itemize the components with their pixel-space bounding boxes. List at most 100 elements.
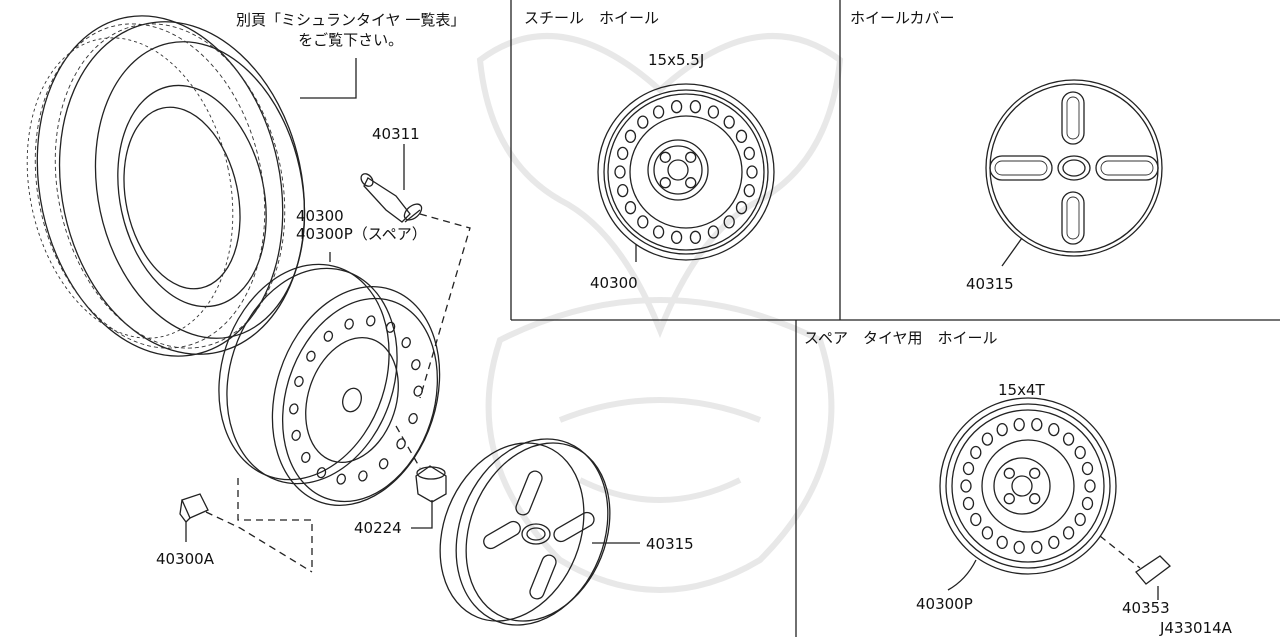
vent-hole (1081, 461, 1094, 476)
vent-hole (294, 375, 304, 388)
vent-hole (970, 512, 982, 527)
vent-hole (624, 201, 637, 215)
vent-hole (1048, 535, 1060, 550)
weight-dash (205, 511, 313, 573)
lug-hole (659, 177, 671, 189)
vent-hole (301, 451, 311, 463)
vent-hole (614, 165, 626, 179)
vent-hole (1081, 496, 1094, 511)
vent-hole (617, 146, 629, 161)
vent-hole (996, 422, 1008, 437)
vent-hole (970, 445, 982, 460)
vent-hole (1074, 445, 1086, 460)
vent-hole (366, 315, 376, 327)
spare-weight-icon[interactable] (1135, 555, 1171, 585)
valve-dash (419, 213, 471, 399)
vent-hole (735, 129, 748, 143)
wheel-cover-title: ホイールカバー (850, 9, 955, 27)
vent-hole (1074, 512, 1086, 527)
lug-hole (1003, 467, 1015, 479)
vent-hole (617, 183, 629, 198)
vent-hole (289, 403, 299, 415)
vent-hole (336, 473, 346, 485)
reference-note: 別頁「ミシュランタイヤ 一覧表」 をご覧下さい。 (236, 10, 465, 50)
vent-hole (637, 115, 649, 129)
note-leader (300, 58, 357, 99)
vent-hole (1031, 540, 1043, 555)
vent-hole (1048, 422, 1060, 437)
vent-hole (1062, 432, 1075, 446)
vent-hole (408, 412, 418, 425)
spare-wheel-part: 40300P (916, 595, 973, 613)
vent-hole (378, 458, 389, 470)
vent-hole (743, 183, 755, 198)
lug-hole (1029, 493, 1041, 505)
label-weight: 40300A (156, 550, 214, 568)
vent-hole (1062, 526, 1075, 540)
vent-hole (396, 438, 406, 450)
cover-icon[interactable] (414, 416, 635, 637)
vent-hole (723, 115, 735, 129)
label-cover: 40315 (646, 535, 694, 553)
vent-hole (624, 129, 637, 143)
vent-hole (960, 479, 972, 493)
spare-wheel-icon[interactable] (939, 397, 1117, 575)
vent-hole (291, 429, 301, 441)
vent-hole (670, 100, 683, 114)
valve-icon[interactable] (359, 171, 425, 223)
lug-hole (659, 151, 671, 163)
wheel-icon[interactable] (192, 242, 467, 527)
panel-frames (510, 0, 1280, 637)
vent-hole (689, 100, 702, 114)
vent-hole (981, 526, 994, 540)
vent-hole (413, 385, 423, 397)
nut-icon[interactable] (415, 465, 447, 503)
spare-wheel-title: スペア タイヤ用 ホイール (804, 329, 998, 347)
vent-hole (401, 337, 411, 349)
reference-note-line2: をご覧下さい。 (298, 31, 404, 49)
vent-hole (344, 318, 354, 330)
vent-hole (735, 201, 748, 215)
vent-hole (652, 105, 665, 119)
weight-icon[interactable] (179, 493, 209, 523)
vent-hole (962, 461, 975, 476)
vent-hole (689, 230, 702, 244)
vent-hole (962, 496, 975, 511)
wheel-cover-part: 40315 (966, 275, 1014, 293)
lug-hole (685, 151, 697, 163)
wheel-cover-icon[interactable] (985, 79, 1163, 257)
vent-hole (723, 215, 735, 229)
watermark-logo (476, 33, 844, 593)
vent-hole (746, 165, 758, 179)
steel-wheel-part: 40300 (590, 274, 638, 292)
vent-hole (652, 225, 665, 239)
vent-hole (316, 467, 327, 479)
tire-icon[interactable] (1, 0, 335, 379)
reference-note-line1: 別頁「ミシュランタイヤ 一覧表」 (236, 11, 466, 29)
steel-wheel-icon[interactable] (597, 83, 775, 261)
spare-leader (947, 559, 977, 591)
lug-hole (1003, 493, 1015, 505)
vent-hole (707, 105, 720, 119)
vent-hole (670, 230, 683, 244)
vent-hole (1084, 479, 1096, 493)
label-nut: 40224 (354, 519, 402, 537)
spare-wheel-size: 15x4T (998, 381, 1045, 399)
vent-hole (637, 215, 649, 229)
vent-hole (323, 330, 334, 342)
vent-hole (996, 535, 1008, 550)
diagram-id: J433014A (1160, 619, 1232, 637)
vent-hole (411, 359, 421, 371)
vent-hole (1013, 417, 1025, 432)
wheel-cover-leader (1001, 237, 1023, 267)
vent-hole (1031, 417, 1043, 432)
vent-hole (981, 432, 994, 446)
nut-dash (395, 425, 421, 469)
vent-hole (743, 146, 755, 161)
wheel-dash (237, 478, 313, 572)
vent-hole (1013, 540, 1025, 555)
lug-hole (685, 177, 697, 189)
vent-hole (707, 225, 720, 239)
